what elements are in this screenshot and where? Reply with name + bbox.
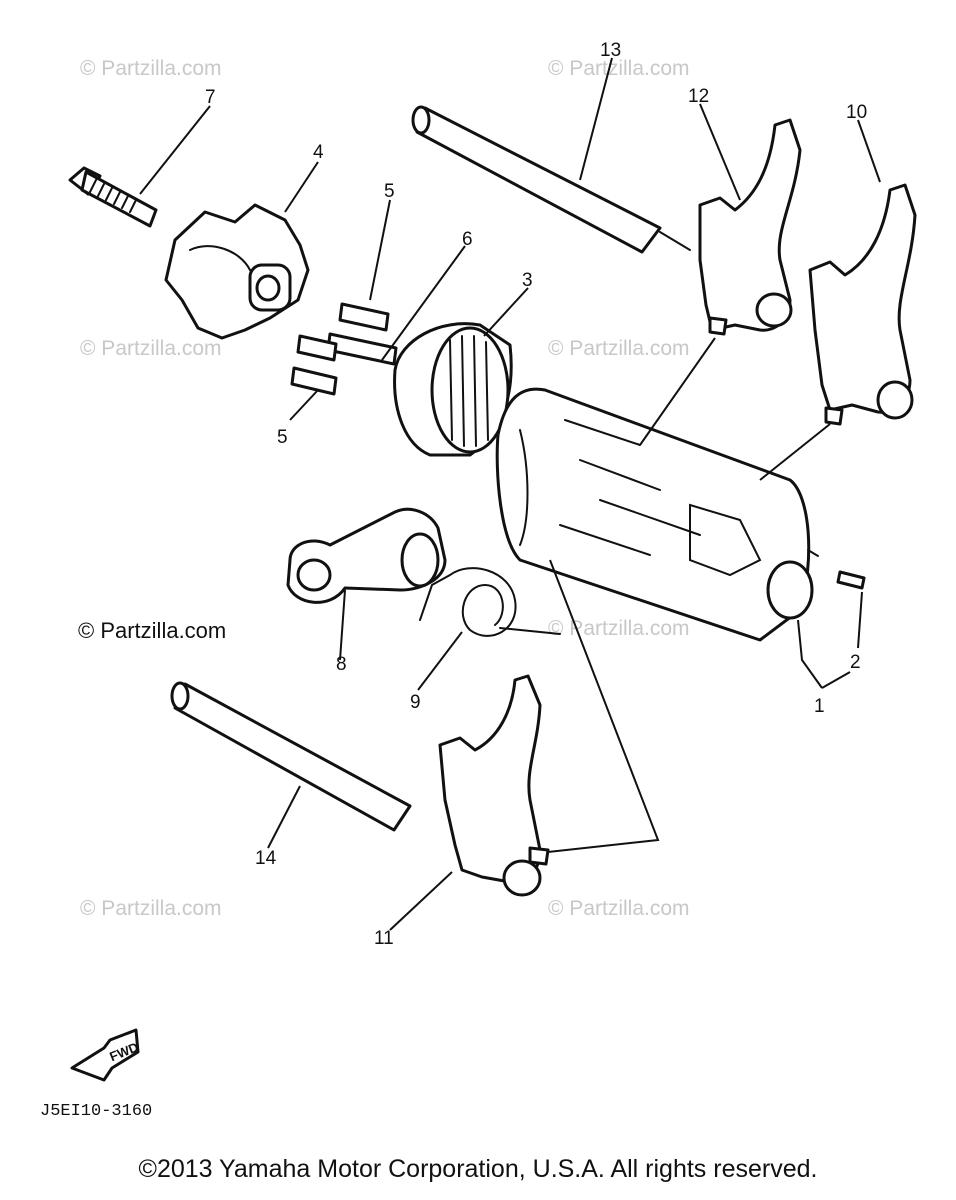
watermark-text: © Partzilla.com xyxy=(80,57,222,80)
callout-8: 8 xyxy=(336,654,347,675)
callout-labels: 1 2 3 4 5 5 6 7 8 9 10 11 12 13 14 xyxy=(205,40,867,949)
watermark-text: © Partzilla.com xyxy=(548,57,690,80)
callout-5-bottom: 5 xyxy=(277,427,288,448)
callout-13: 13 xyxy=(600,40,621,61)
callout-10: 10 xyxy=(846,102,867,123)
part-8-lever xyxy=(286,507,447,604)
callout-6: 6 xyxy=(462,229,473,250)
part-5-pins xyxy=(290,302,398,396)
callout-12: 12 xyxy=(688,86,709,107)
copyright-notice: ©2013 Yamaha Motor Corporation, U.S.A. A… xyxy=(138,1155,818,1183)
part-11-fork xyxy=(438,674,550,897)
watermark-text: © Partzilla.com xyxy=(548,337,690,360)
callout-3: 3 xyxy=(522,270,533,291)
callout-4: 4 xyxy=(313,142,324,163)
callout-7: 7 xyxy=(205,87,216,108)
part-2-pin xyxy=(836,570,866,590)
part-3-bearing xyxy=(393,322,513,457)
part-1-shift-drum xyxy=(495,387,819,642)
part-10-fork xyxy=(808,183,917,426)
callout-1: 1 xyxy=(814,696,825,717)
watermark-text: © Partzilla.com xyxy=(80,897,222,920)
part-9-spring xyxy=(419,567,561,637)
diagram-code: J5EI10-3160 xyxy=(40,1102,152,1121)
watermark-text: © Partzilla.com xyxy=(548,897,690,920)
fwd-arrow: FWD xyxy=(70,1028,140,1082)
watermark-text-prominent: © Partzilla.com xyxy=(78,618,226,643)
callout-14: 14 xyxy=(255,848,277,869)
callout-11: 11 xyxy=(374,928,394,949)
leader-lines xyxy=(139,57,881,931)
callout-5-top: 5 xyxy=(384,181,395,202)
part-7-screw xyxy=(68,166,158,228)
callout-2: 2 xyxy=(850,652,861,673)
watermark-text: © Partzilla.com xyxy=(548,617,690,640)
watermark-text: © Partzilla.com xyxy=(80,337,222,360)
callout-9: 9 xyxy=(410,692,421,713)
part-13-shaft xyxy=(411,105,691,254)
part-4-segment xyxy=(164,203,310,340)
part-12-fork xyxy=(698,118,802,336)
part-14-shaft xyxy=(170,681,412,832)
watermark-group: © Partzilla.com © Partzilla.com © Partzi… xyxy=(78,57,690,920)
